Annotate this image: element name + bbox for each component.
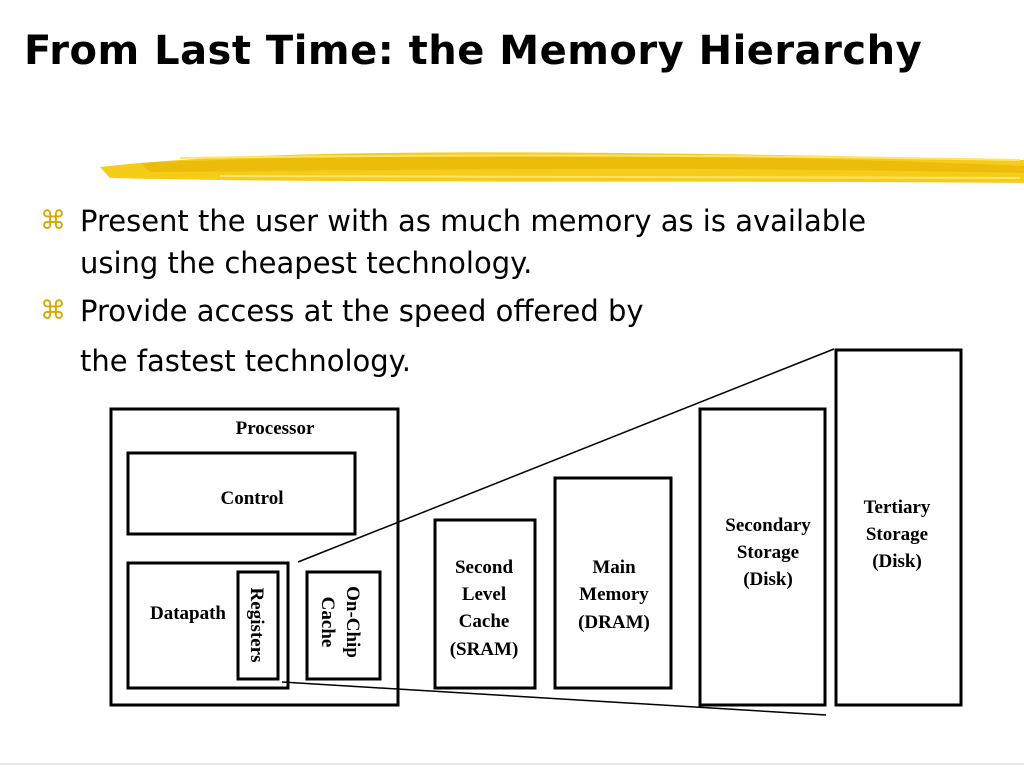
control-label: Control [221,488,284,509]
bullet-item: ⌘ Provide access at the speed offered by [40,290,940,332]
bullet-list: ⌘ Present the user with as much memory a… [40,200,940,332]
onchip-cache-label: Cache [317,597,338,648]
command-key-icon: ⌘ [40,296,66,326]
onchip-cache-label: On-Chip [342,586,363,658]
second-level-cache-label: (SRAM) [450,639,519,660]
datapath-label: Datapath [150,603,226,624]
secondary-storage-label: (Disk) [743,569,793,590]
secondary-storage-box [698,407,827,707]
tertiary-storage-box [834,348,963,707]
second-level-cache-label: Level [462,584,506,605]
second-level-cache-label: Second [455,557,514,578]
slide-title: From Last Time: the Memory Hierarchy [24,28,923,74]
onchip-cache-box [305,570,382,681]
bullet-text-line: using the cheapest technology. [80,246,533,280]
secondary-storage-label: Secondary [725,515,811,536]
command-key-icon: ⌘ [40,206,66,236]
registers-box [236,570,280,681]
connector-line-bottom [281,681,827,716]
bullet-text-line: Provide access at the speed offered by [80,294,644,328]
highlighter-stroke [100,152,1024,183]
second-level-cache-label: Cache [459,611,510,632]
tertiary-storage-label: Tertiary [864,497,931,518]
main-memory-label: (DRAM) [578,612,650,633]
datapath-box [126,561,290,690]
registers-label: Registers [246,588,267,663]
secondary-storage-label: Storage [737,542,799,563]
processor-box [109,407,400,707]
bullet-text-line: the fastest technology. [80,344,411,378]
main-memory-label: Main [592,557,636,578]
main-memory-label: Memory [579,584,649,605]
connector-line-top [297,348,835,563]
main-memory-box [553,476,673,690]
second-level-cache-box [433,518,537,690]
footer-divider [0,763,1024,765]
tertiary-storage-label: (Disk) [872,551,922,572]
control-box [126,451,357,536]
tertiary-storage-label: Storage [866,524,928,545]
bullet-text-line: Present the user with as much memory as … [80,204,867,238]
bullet-item: ⌘ Present the user with as much memory a… [40,200,940,284]
processor-label: Processor [236,418,315,439]
